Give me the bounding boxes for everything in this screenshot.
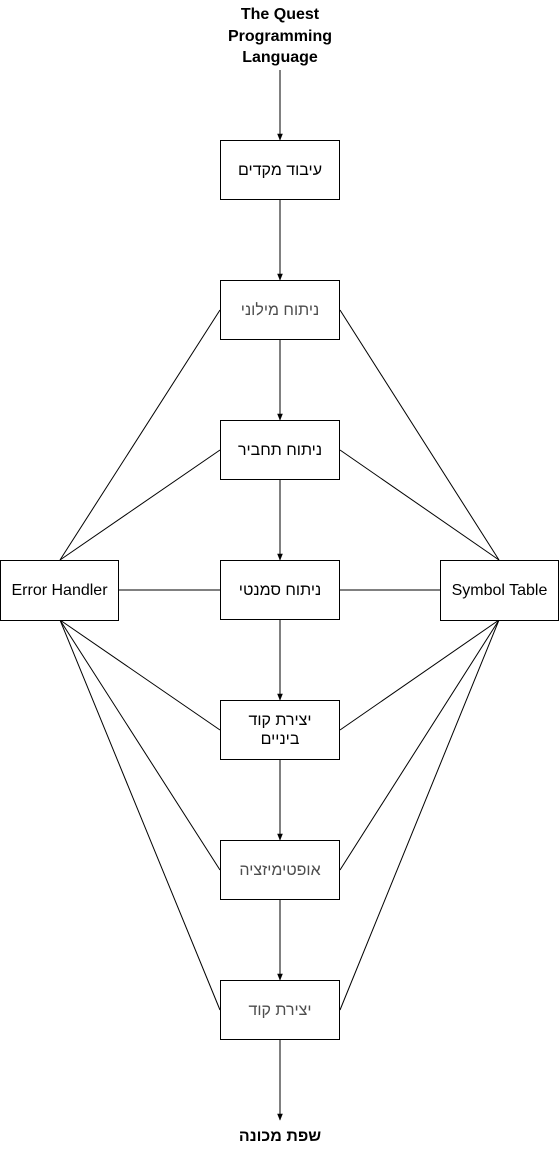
- connector-error-syntax: [59, 449, 221, 561]
- connector-symbol-intermediate: [339, 619, 500, 731]
- stage-syntax-analysis: ניתוח תחביר: [220, 420, 340, 480]
- input-language-label: The Quest Programming Language: [227, 6, 332, 66]
- connector-error-intermediate: [59, 619, 221, 731]
- stage-code-generation: יצירת קוד: [220, 980, 340, 1040]
- connector-symbol-syntax: [339, 449, 500, 561]
- stage-intermediate-code: יצירת קוד ביניים: [220, 700, 340, 760]
- stage-lexical-analysis: ניתוח מילוני: [220, 280, 340, 340]
- stage-optimization: אופטימיזציה: [220, 840, 340, 900]
- symbol-table-box: Symbol Table: [440, 560, 559, 621]
- error-handler-box: Error Handler: [0, 560, 119, 621]
- connector-error-lexical: [59, 309, 221, 561]
- connector-symbol-lexical: [339, 309, 500, 561]
- stage-semantic-analysis: ניתוח סמנטי: [220, 560, 340, 620]
- connector-symbol-codegen: [339, 619, 500, 1011]
- connector-error-optimization: [59, 619, 221, 871]
- connector-symbol-optimization: [339, 619, 500, 871]
- stage-preprocessing: עיבוד מקדים: [220, 140, 340, 200]
- output-machine-code-label: שפת מכונה: [238, 1128, 322, 1145]
- connector-error-codegen: [59, 619, 221, 1011]
